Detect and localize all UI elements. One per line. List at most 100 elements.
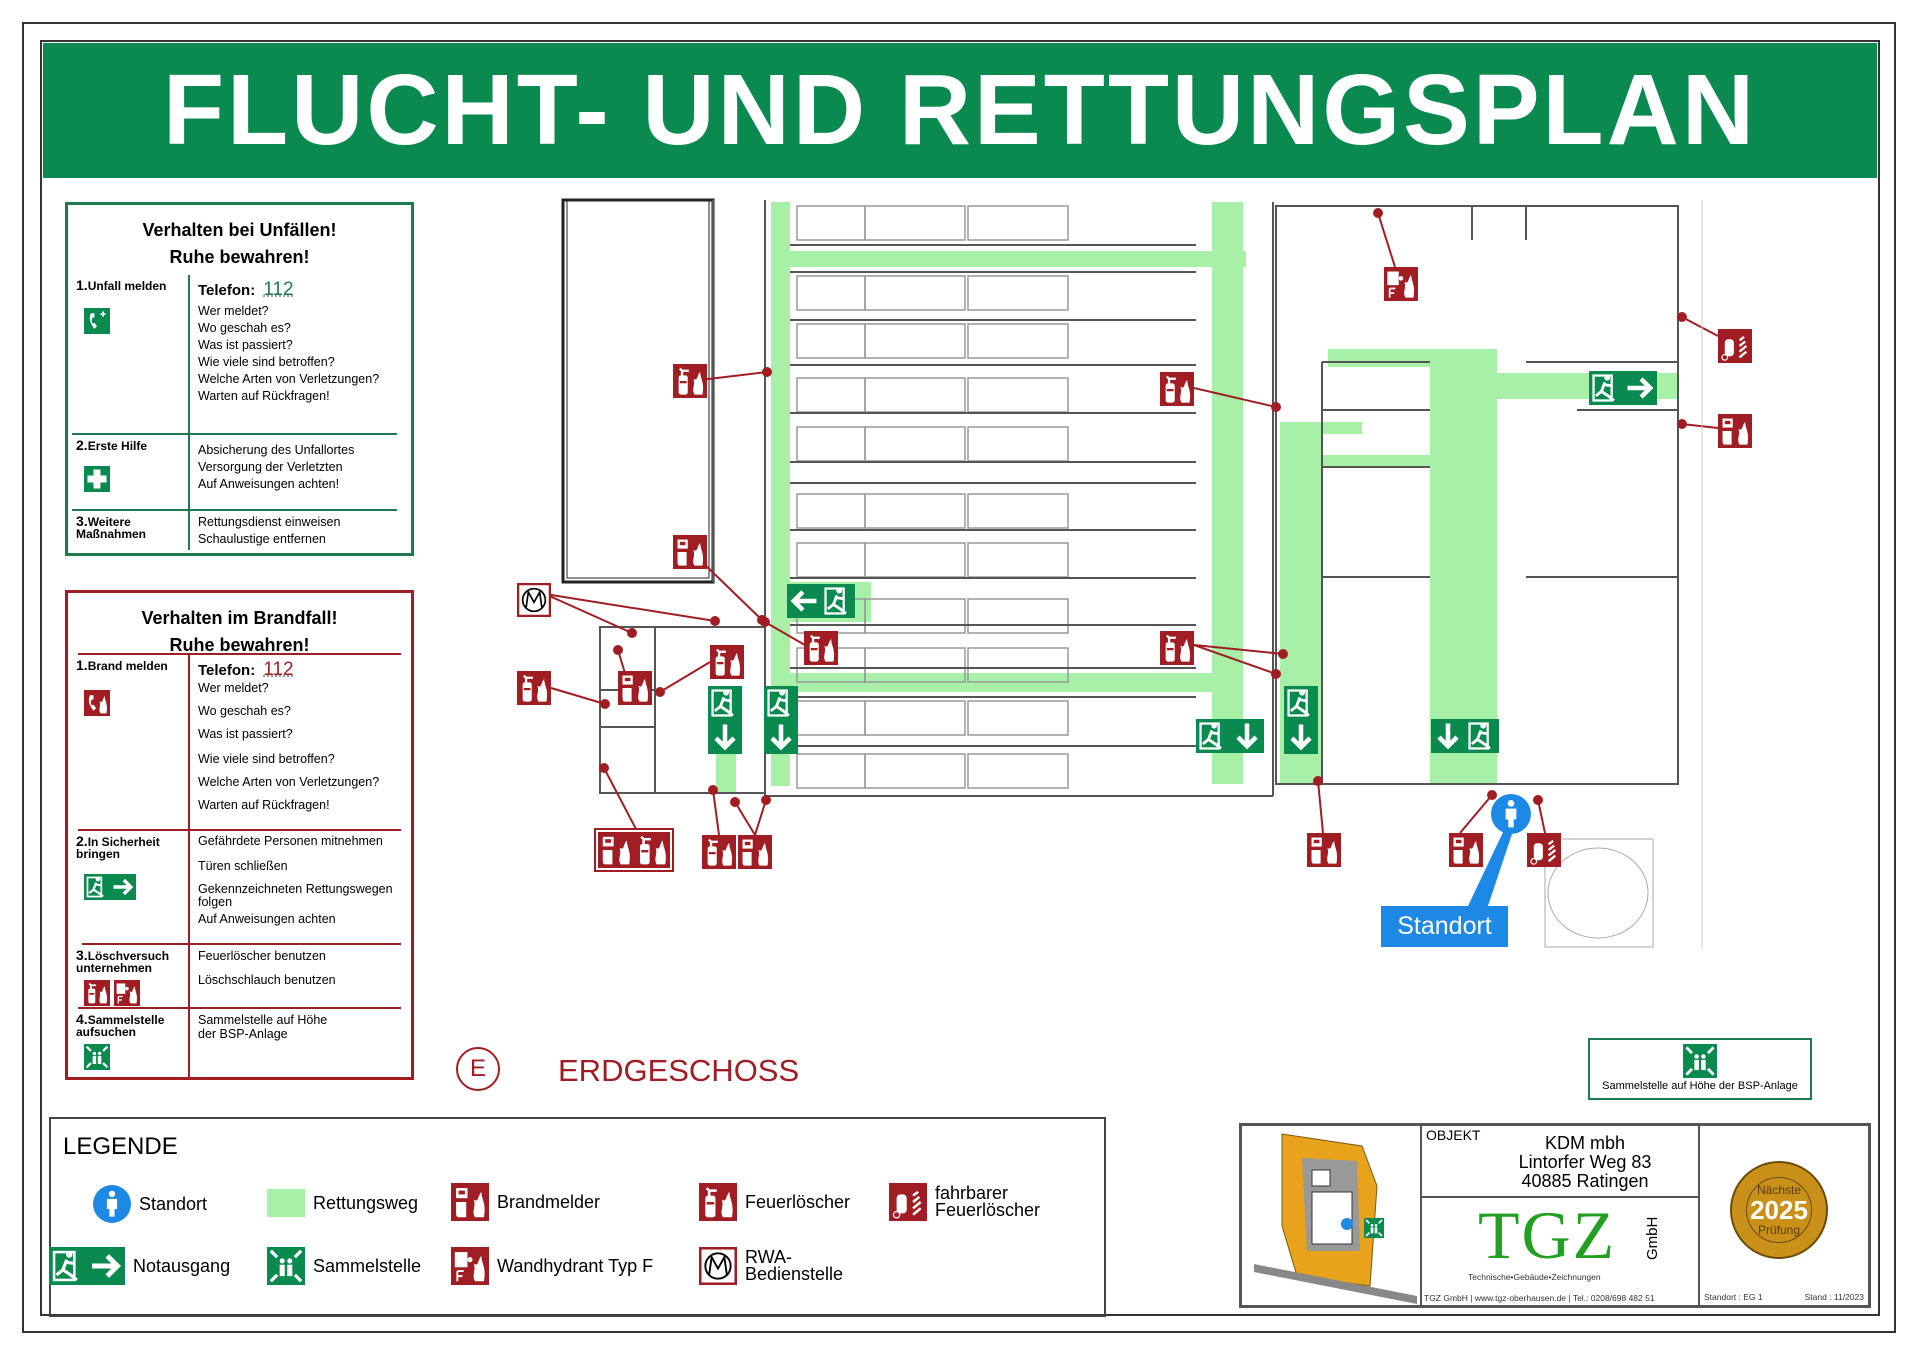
site-map [1242, 1126, 1422, 1305]
wall-hydrant-icon [451, 1247, 489, 1285]
stand-date: Stand : 11/2023 [1804, 1292, 1864, 1302]
rack-row [796, 205, 1069, 241]
legend-item-extinguisher: Feuerlöscher [699, 1183, 850, 1221]
tank [1547, 847, 1649, 939]
step-label: 1.Unfall melden [76, 278, 191, 334]
racks [796, 205, 1069, 789]
standort-icon [1491, 794, 1531, 834]
fire-alarm-icon [618, 671, 652, 705]
escape-route-swatch [267, 1189, 305, 1217]
legend-title: LEGENDE [63, 1133, 178, 1160]
phone-number: 112 [263, 659, 294, 680]
inspection-seal: Nächste 2025 Prüfung [1730, 1161, 1828, 1259]
legend-item-assembly-point: Sammelstelle [267, 1247, 421, 1285]
divider [72, 433, 397, 435]
standort-label: Standort [1397, 912, 1492, 940]
accident-subtitle: Ruhe bewahren! [169, 247, 310, 267]
company-logo: TGZ GmbH Technische•Gebäude•Zeichnungen … [1422, 1198, 1700, 1305]
divider [188, 655, 190, 1077]
exit-sign-left [787, 584, 855, 618]
inspection-seal-area: Nächste 2025 Prüfung Standort : EG 1 Sta… [1700, 1126, 1868, 1305]
assembly-point-icon [1683, 1044, 1717, 1078]
wall-hydrant-icon [1384, 267, 1418, 301]
divider [78, 653, 401, 655]
divider [82, 943, 401, 945]
fire-extinguisher-icon [634, 832, 670, 868]
fire-extinguisher-icon [673, 364, 707, 398]
exit-sign-down [1196, 719, 1264, 753]
company-footer: TGZ GmbH | www.tgz-oberhausen.de | Tel.:… [1424, 1293, 1655, 1303]
mobile-extinguisher-icon [1718, 329, 1752, 363]
emergency-exit-icon [49, 1247, 125, 1285]
divider [78, 829, 401, 831]
legend-item-wall-hydrant: Wandhydrant Typ F [451, 1247, 653, 1285]
object-label: OBJEKT [1426, 1127, 1481, 1143]
legend-item-emergency-exit: Notausgang [49, 1247, 230, 1285]
outer-border [22, 22, 1896, 1333]
standort-code: Standort : EG 1 [1704, 1292, 1763, 1302]
fire-alarm-icon [451, 1183, 489, 1221]
accident-step-1: 1.Unfall melden Telefon:112 Wer meldet?W… [68, 275, 411, 433]
standort-icon [93, 1185, 131, 1223]
fire-extinguisher-icon [699, 1183, 737, 1221]
legend: LEGENDE Standort Rettungsweg Brandmelder… [49, 1117, 1106, 1317]
floor-label: ERDGESCHOSS [558, 1053, 800, 1088]
page-title: FLUCHT- UND RETTUNGSPLAN [162, 54, 1758, 166]
logo-suffix: GmbH [1644, 1216, 1661, 1260]
fire-step-2: 2.In Sicherheit bringen Gefährdete Perso… [76, 833, 393, 926]
exit-sign-down [1283, 686, 1319, 754]
fire-extinguisher-icon [804, 631, 838, 665]
mobile-extinguisher-icon [1527, 833, 1561, 867]
fire-step-4: 4.Sammelstelle aufsuchen Sammelstelle au… [68, 1009, 411, 1077]
step-text: Telefon:112 Wer meldet?Wo geschah es?Was… [198, 279, 380, 403]
company-name: KDM mbh [1544, 1133, 1625, 1153]
fire-alarm-icon [1718, 414, 1752, 448]
logo-text: TGZ [1478, 1197, 1617, 1273]
fire-alarm-icon [598, 832, 634, 868]
fire-extinguisher-icon [710, 645, 744, 679]
rwa-control-icon [699, 1247, 737, 1285]
accident-title: Verhalten bei Unfällen! [142, 220, 337, 240]
fire-extinguisher-icon [1160, 372, 1194, 406]
legend-item-rwa: RWA-Bedienstelle [699, 1247, 845, 1285]
header-banner: FLUCHT- UND RETTUNGSPLAN [43, 43, 1877, 178]
fire-alarm-icon [738, 835, 772, 869]
divider [72, 509, 397, 511]
exit-sign-down [1431, 719, 1499, 753]
street: Lintorfer Weg 83 [1518, 1152, 1652, 1172]
accident-step-3: 3.Weitere Maßnahmen Rettungsdienst einwe… [76, 513, 341, 546]
rwa-control-icon [517, 583, 551, 617]
legend-item-fire-alarm: Brandmelder [451, 1183, 600, 1221]
escape-routes [716, 202, 1678, 793]
fire-alarm-icon [1449, 833, 1483, 867]
mobile-extinguisher-icon [889, 1183, 927, 1221]
divider [78, 1007, 401, 1009]
fire-alarm-icon [673, 535, 707, 569]
logo-tagline: Technische•Gebäude•Zeichnungen [1468, 1272, 1601, 1282]
fire-alarm-icon [1307, 833, 1341, 867]
fire-step-1: 1.Brand melden Telefon:112 Wer meldet?Wo… [76, 657, 380, 812]
fire-title: Verhalten im Brandfall! [141, 608, 338, 628]
assembly-note-text: Sammelstelle auf Höhe der BSP-Anlage [1602, 1080, 1798, 1092]
accident-step-2: 2.Erste Hilfe Absicherung des Unfallorte… [76, 437, 355, 491]
exit-sign-right [1589, 371, 1657, 405]
legend-item-mobile-extinguisher: fahrbarer Feuerlöscher [889, 1183, 1055, 1221]
rack-lines [790, 244, 1196, 747]
fire-extinguisher-icon [517, 671, 551, 705]
fire-subtitle: Ruhe bewahren! [169, 635, 310, 655]
legend-item-escape-route: Rettungsweg [267, 1189, 418, 1217]
assembly-point-icon [267, 1247, 305, 1285]
legend-item-standort: Standort [93, 1185, 207, 1223]
exit-sign-down [707, 686, 743, 754]
phone-number: 112 [263, 279, 294, 300]
leader-lines [544, 208, 1719, 836]
fire-extinguisher-icon [702, 835, 736, 869]
exit-sign-down [763, 686, 799, 754]
fire-step-3: 3.Löschversuch unternehmen Feuerlöscher … [68, 945, 411, 1007]
floor-badge: E [456, 1047, 500, 1091]
accident-instructions-box: Verhalten bei Unfällen! Ruhe bewahren! 1.… [65, 202, 414, 556]
walls [561, 198, 1679, 797]
